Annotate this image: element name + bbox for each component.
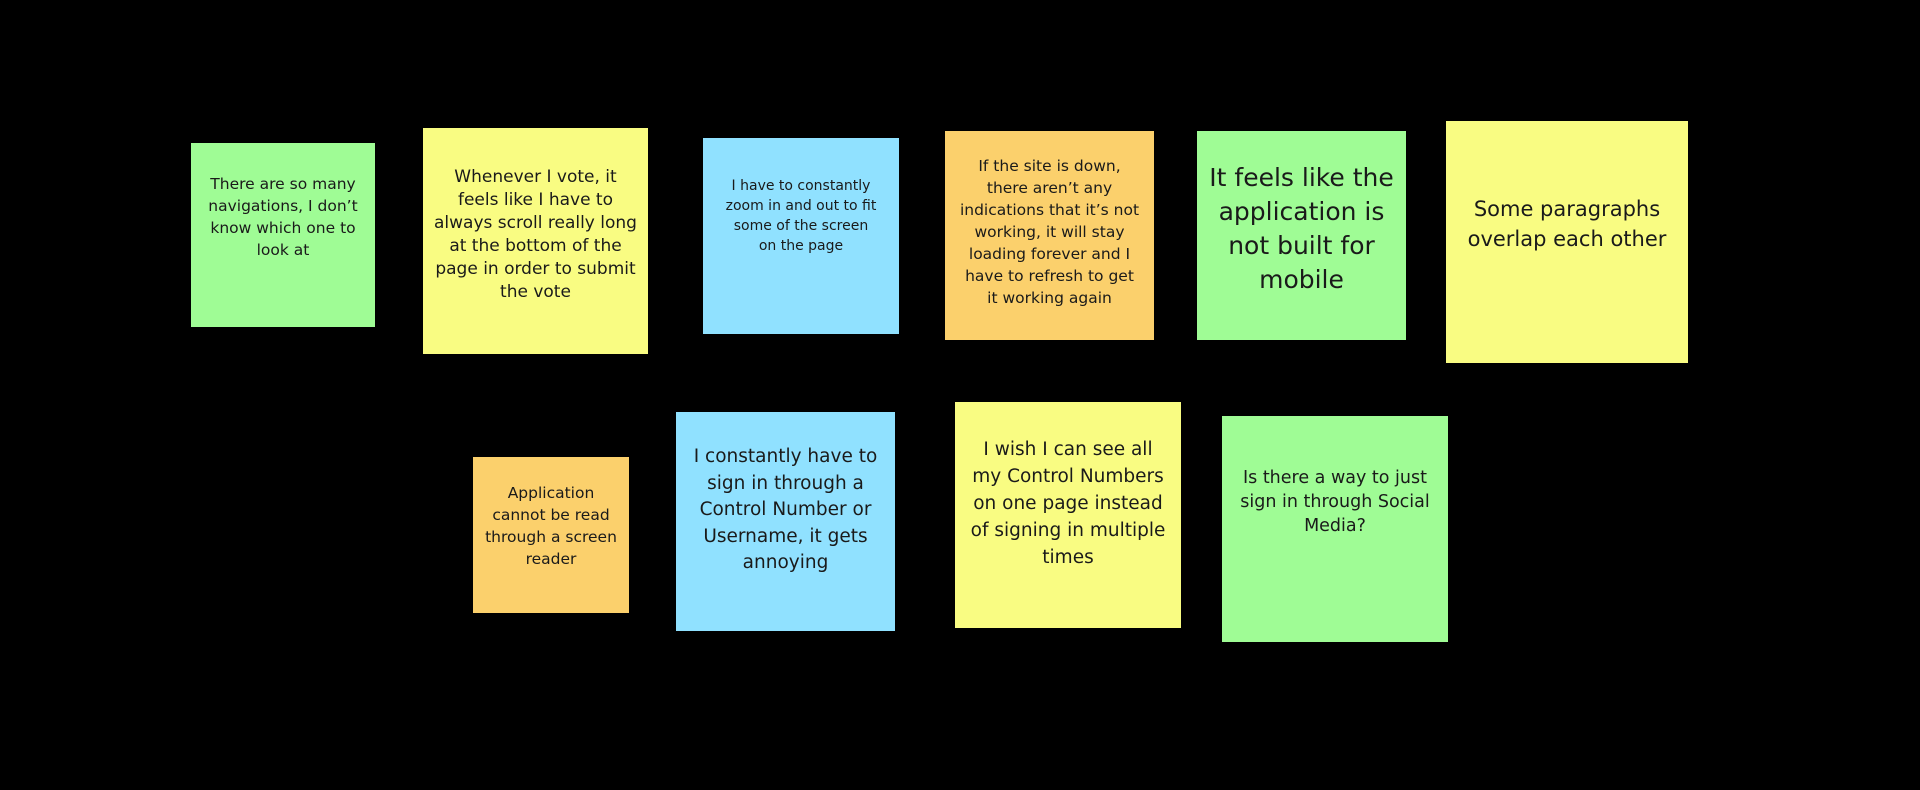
sticky-note-sign-in[interactable]: I constantly have to sign in through a C… <box>676 412 895 631</box>
sticky-note-overlap[interactable]: Some paragraphs overlap each other <box>1446 121 1688 363</box>
sticky-note-mobile[interactable]: It feels like the application is not bui… <box>1197 131 1406 340</box>
sticky-note-text: Is there a way to just sign in through S… <box>1240 468 1430 536</box>
sticky-note-text: It feels like the application is not bui… <box>1209 163 1394 294</box>
sticky-note-text: Some paragraphs overlap each other <box>1467 197 1667 251</box>
sticky-note-screen-reader[interactable]: Application cannot be read through a scr… <box>473 457 629 613</box>
sticky-note-text: There are so many navigations, I don’t k… <box>208 175 358 259</box>
sticky-note-zoom[interactable]: I have to constantly zoom in and out to … <box>703 138 899 334</box>
sticky-note-text: Application cannot be read through a scr… <box>485 484 617 568</box>
sticky-note-text: If the site is down, there aren’t any in… <box>959 157 1140 307</box>
sticky-note-site-down[interactable]: If the site is down, there aren’t any in… <box>945 131 1154 340</box>
sticky-note-control-numbers[interactable]: I wish I can see all my Control Numbers … <box>955 402 1181 628</box>
sticky-note-text: I have to constantly zoom in and out to … <box>725 178 877 254</box>
sticky-note-text: Whenever I vote, it feels like I have to… <box>434 167 637 302</box>
sticky-note-text: I wish I can see all my Control Numbers … <box>970 439 1166 568</box>
sticky-note-text: I constantly have to sign in through a C… <box>693 446 878 573</box>
sticky-note-vote-scroll[interactable]: Whenever I vote, it feels like I have to… <box>423 128 648 354</box>
sticky-note-navigation[interactable]: There are so many navigations, I don’t k… <box>191 143 375 327</box>
sticky-note-social-media[interactable]: Is there a way to just sign in through S… <box>1222 416 1448 642</box>
